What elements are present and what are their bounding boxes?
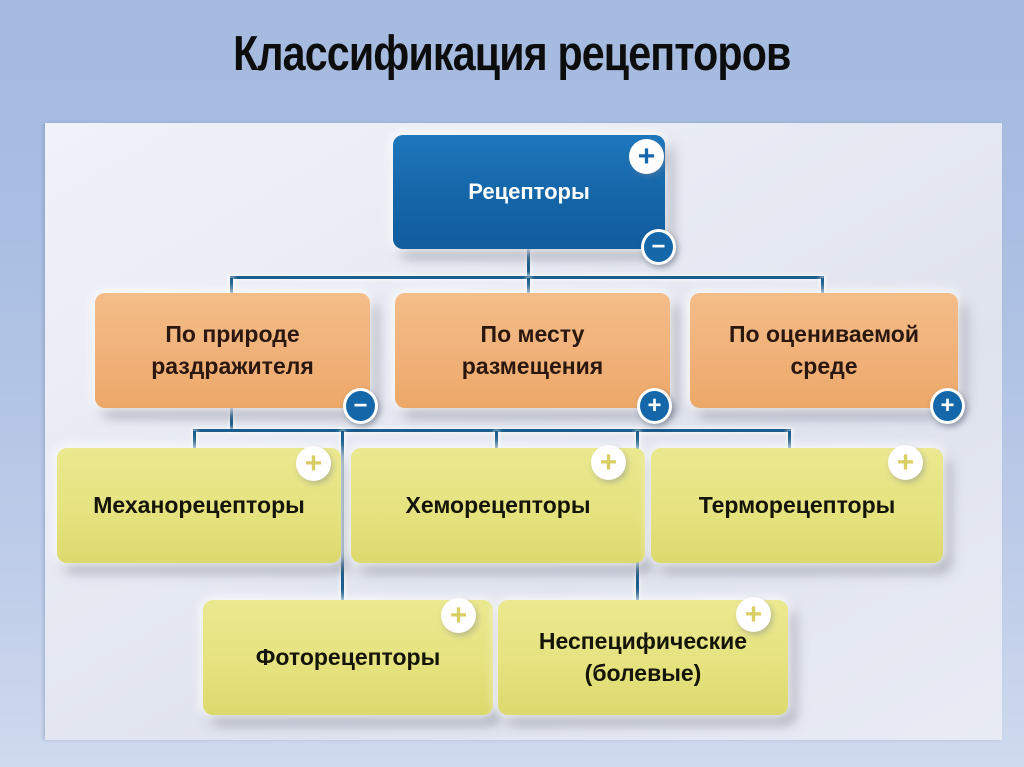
node-photoreceptors-label: Фоторецепторы: [255, 643, 441, 670]
node-receptors: Рецепторы: [393, 135, 665, 249]
node-by-stimulus-nature: По природе раздражителя: [95, 293, 370, 408]
node-by-evaluated-medium-label: По оцениваемой среде: [729, 321, 919, 379]
connector-line: [193, 429, 791, 432]
receptors-expand-icon[interactable]: +: [629, 139, 664, 174]
connector-line: [527, 278, 530, 294]
connector-line: [193, 431, 196, 449]
by-evaluated-medium-expand-icon[interactable]: +: [930, 388, 965, 424]
node-by-placement-label: По месту размещения: [461, 321, 604, 379]
by-placement-expand-icon[interactable]: +: [637, 388, 672, 424]
slide-title-text: Классификация рецепторов: [233, 27, 791, 81]
node-chemoreceptors-label: Хеморецепторы: [405, 491, 591, 518]
mechanoreceptors-expand-icon[interactable]: +: [296, 446, 331, 481]
connector-line: [230, 408, 233, 431]
node-by-stimulus-nature-label: По природе раздражителя: [151, 321, 314, 379]
connector-line: [230, 276, 824, 279]
connector-line: [788, 431, 791, 449]
node-nonspecific-pain-label: Неспецифические (болевые): [538, 628, 748, 686]
connector-line: [230, 278, 233, 294]
node-mechanoreceptors: Механорецепторы: [57, 448, 341, 563]
nonspecific-pain-expand-icon[interactable]: +: [736, 597, 771, 632]
connector-line: [821, 278, 824, 294]
thermoreceptors-expand-icon[interactable]: +: [888, 445, 923, 480]
photoreceptors-expand-icon[interactable]: +: [441, 598, 476, 633]
node-mechanoreceptors-label: Механорецепторы: [93, 491, 305, 518]
node-by-placement: По месту размещения: [395, 293, 670, 408]
connector-line: [341, 431, 344, 601]
node-by-evaluated-medium: По оцениваемой среде: [690, 293, 958, 408]
chemoreceptors-expand-icon[interactable]: +: [591, 445, 626, 480]
connector-line: [527, 249, 530, 278]
connector-line: [495, 431, 498, 449]
node-receptors-label: Рецепторы: [468, 179, 590, 204]
by-stimulus-nature-collapse-icon[interactable]: −: [343, 388, 378, 424]
receptors-collapse-icon[interactable]: −: [641, 229, 676, 265]
slide-title: Классификация рецепторов: [0, 26, 1024, 82]
node-thermoreceptors-label: Терморецепторы: [698, 491, 896, 518]
